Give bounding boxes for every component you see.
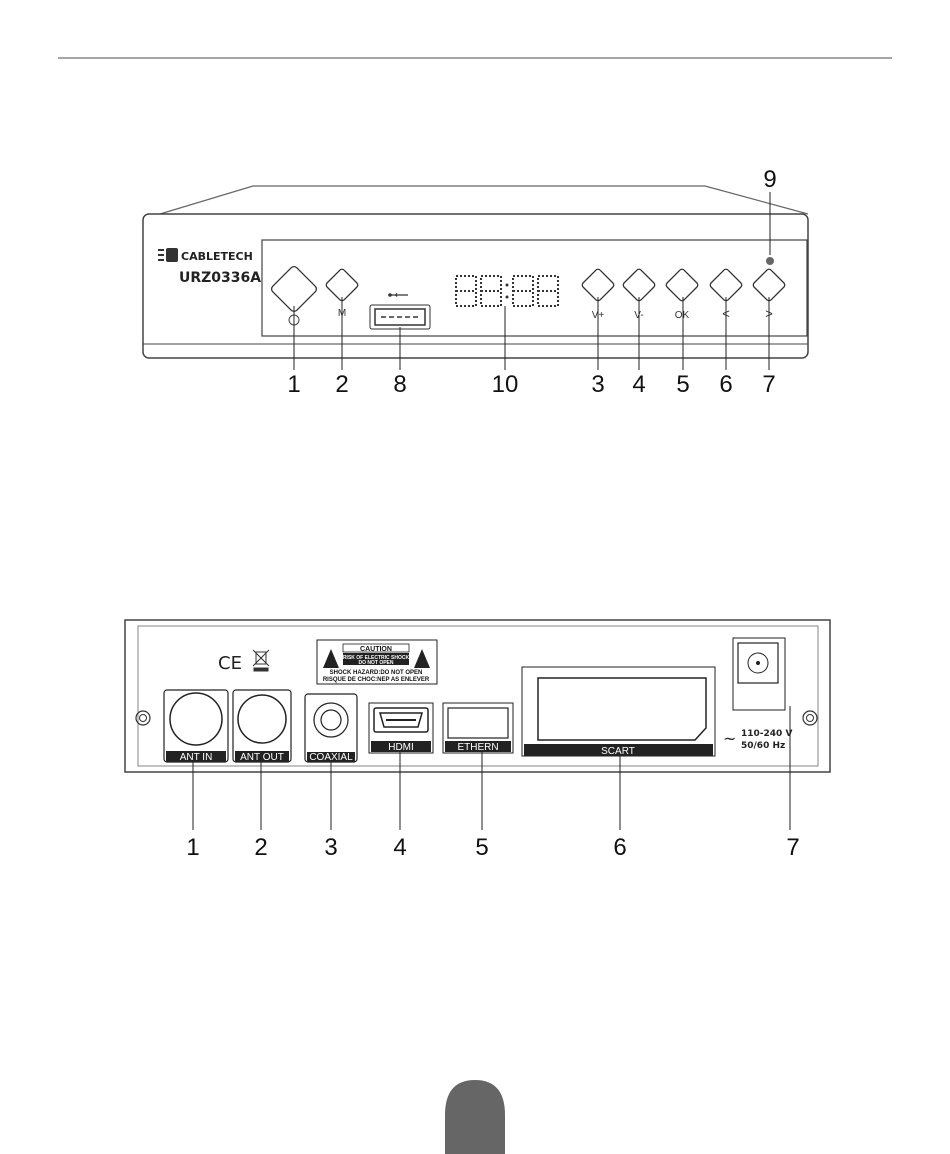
ce-mark: CE xyxy=(218,653,242,674)
coaxial-port[interactable]: COAXIAL xyxy=(305,694,357,763)
front-panel-diagram: CABLETECH URZ0336A M ⭠ xyxy=(143,166,808,398)
model-text: URZ0336A xyxy=(179,270,261,286)
hdmi-port[interactable]: HDMI xyxy=(369,703,433,753)
callout-2: 2 xyxy=(335,371,348,398)
callout-8: 8 xyxy=(393,371,406,398)
ethernet-label: ETHERN xyxy=(457,742,498,753)
rear-callout-5: 5 xyxy=(475,834,488,861)
ant-out-port[interactable]: ANT OUT xyxy=(233,690,291,763)
rear-callout-1: 1 xyxy=(186,834,199,861)
scart-label: SCART xyxy=(601,746,635,757)
power-input[interactable] xyxy=(733,638,785,710)
page-tab xyxy=(445,1080,505,1154)
rear-callout-7: 7 xyxy=(786,834,799,861)
scart-port[interactable]: SCART xyxy=(522,667,715,757)
voltage-text: 110-240 V xyxy=(741,729,792,739)
callout-1: 1 xyxy=(287,371,300,398)
indicator-led xyxy=(766,257,774,265)
rear-callout-2: 2 xyxy=(254,834,267,861)
caution-line4: RISQUE DE CHOC:NEP AS ENLEVER xyxy=(323,677,430,683)
hdmi-label: HDMI xyxy=(388,742,414,753)
cabletech-logo: CABLETECH xyxy=(158,248,253,263)
brand-text: CABLETECH xyxy=(181,250,253,263)
ant-in-port[interactable]: ANT IN xyxy=(164,690,228,763)
callout-6: 6 xyxy=(719,371,732,398)
callout-5: 5 xyxy=(676,371,689,398)
rear-callout-6: 6 xyxy=(613,834,626,861)
rear-callout-3: 3 xyxy=(324,834,337,861)
rear-callout-4: 4 xyxy=(393,834,406,861)
callout-4: 4 xyxy=(632,371,645,398)
ant-out-label: ANT OUT xyxy=(240,752,284,763)
frequency-text: 50/60 Hz xyxy=(741,741,785,751)
callout-3: 3 xyxy=(591,371,604,398)
caution-line3: SHOCK HAZARD:DO NOT OPEN xyxy=(330,670,423,676)
callout-10: 10 xyxy=(492,371,519,398)
callout-9: 9 xyxy=(763,166,776,193)
caution-label: CAUTION RISK OF ELECTRIC SHOCK DO NOT OP… xyxy=(317,640,437,684)
ethernet-port[interactable]: ETHERN xyxy=(443,703,513,753)
ant-in-label: ANT IN xyxy=(180,752,213,763)
caution-title: CAUTION xyxy=(360,646,392,653)
rear-panel-diagram: CE CAUTION RISK OF ELECTRIC SHOCK DO NOT… xyxy=(125,620,830,861)
usb-icon: ⭠ xyxy=(394,287,404,301)
caution-line2: DO NOT OPEN xyxy=(358,660,393,666)
callout-7: 7 xyxy=(762,371,775,398)
coaxial-label: COAXIAL xyxy=(309,752,353,763)
ok-label: OK xyxy=(675,310,690,321)
ac-tilde: ~ xyxy=(723,729,736,748)
